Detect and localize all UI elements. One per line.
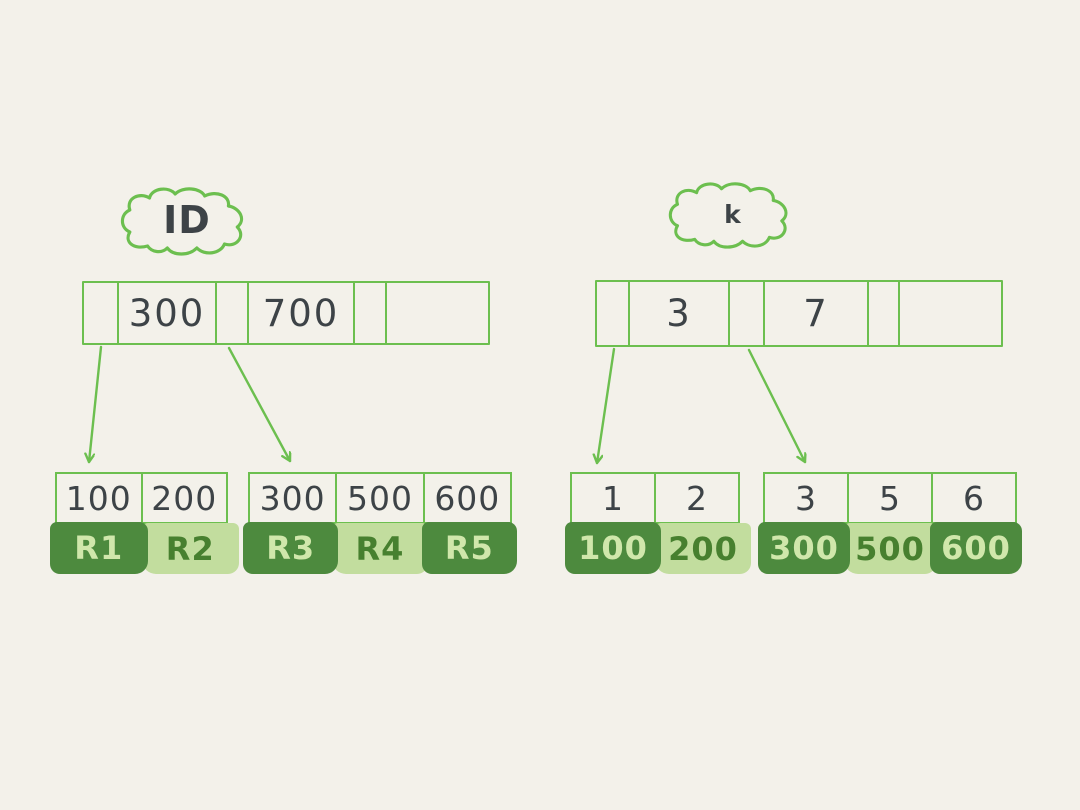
leaf-key-cell: 5	[849, 474, 933, 522]
arrow-right-child1	[597, 347, 616, 465]
pointer-cell	[730, 282, 765, 345]
k-index-cloud: k	[666, 181, 800, 251]
key-cell: 300	[119, 283, 217, 343]
leaf-key-cell: 1	[572, 474, 656, 522]
leaf-key-cell: 600	[434, 478, 501, 518]
id-index-cloud: ID	[118, 186, 256, 258]
key-cell: 700	[249, 283, 355, 343]
record-block: R5	[421, 522, 517, 574]
leaf-key-cell: 300	[250, 474, 338, 522]
leaf-key-row: 100 200	[55, 472, 228, 524]
record-row: R3 R4 R5	[243, 522, 517, 574]
id-leaf-node-1: 100 200 R1 R2	[50, 472, 239, 574]
record-block: R3	[243, 522, 339, 574]
leaf-key-row: 3 5 6	[763, 472, 1017, 524]
id-leaf-node-2: 300 500 600 R3 R4 R5	[243, 472, 517, 574]
record-block: R2	[141, 523, 239, 574]
leaf-key-row: 300 500 600	[248, 472, 512, 524]
record-block: 300	[758, 522, 850, 574]
k-leaf-node-2: 3 5 6 300 500 600	[758, 472, 1022, 574]
pointer-cell	[597, 282, 630, 345]
pointer-cell	[355, 283, 387, 343]
record-block: 100	[565, 522, 661, 574]
leaf-key-cell: 500	[337, 474, 425, 522]
record-block: 600	[930, 522, 1022, 574]
leaf-key-cell: 6	[963, 478, 985, 518]
empty-cell	[900, 282, 1001, 345]
key-cell: 3	[630, 282, 730, 345]
pointer-cell	[217, 283, 249, 343]
leaf-key-cell: 2	[686, 478, 708, 518]
pointer-cell	[869, 282, 900, 345]
k-cloud-label: k	[724, 199, 742, 229]
cloud-icon	[668, 182, 788, 249]
k-leaf-node-1: 1 2 100 200	[565, 472, 751, 574]
k-internal-node: 3 7	[595, 280, 1003, 347]
id-cloud-label: ID	[163, 198, 211, 242]
record-row: 300 500 600	[758, 522, 1022, 574]
arrow-right-child2	[747, 348, 805, 464]
arrow-left-child2	[227, 346, 290, 463]
key-cell: 7	[765, 282, 869, 345]
empty-cell	[387, 283, 488, 343]
record-block: 200	[655, 523, 751, 574]
leaf-key-cell: 200	[151, 478, 218, 518]
pointer-cell	[84, 283, 119, 343]
record-row: 100 200	[565, 522, 751, 574]
record-row: R1 R2	[50, 522, 239, 574]
id-internal-node: 300 700	[82, 281, 490, 345]
leaf-key-cell: 100	[57, 474, 143, 522]
record-block: R4	[332, 523, 428, 574]
cloud-icon	[120, 187, 244, 256]
arrow-left-child1	[89, 345, 103, 464]
leaf-key-row: 1 2	[570, 472, 740, 524]
record-block: R1	[50, 522, 148, 574]
leaf-key-cell: 3	[765, 474, 849, 522]
record-block: 500	[844, 523, 936, 574]
